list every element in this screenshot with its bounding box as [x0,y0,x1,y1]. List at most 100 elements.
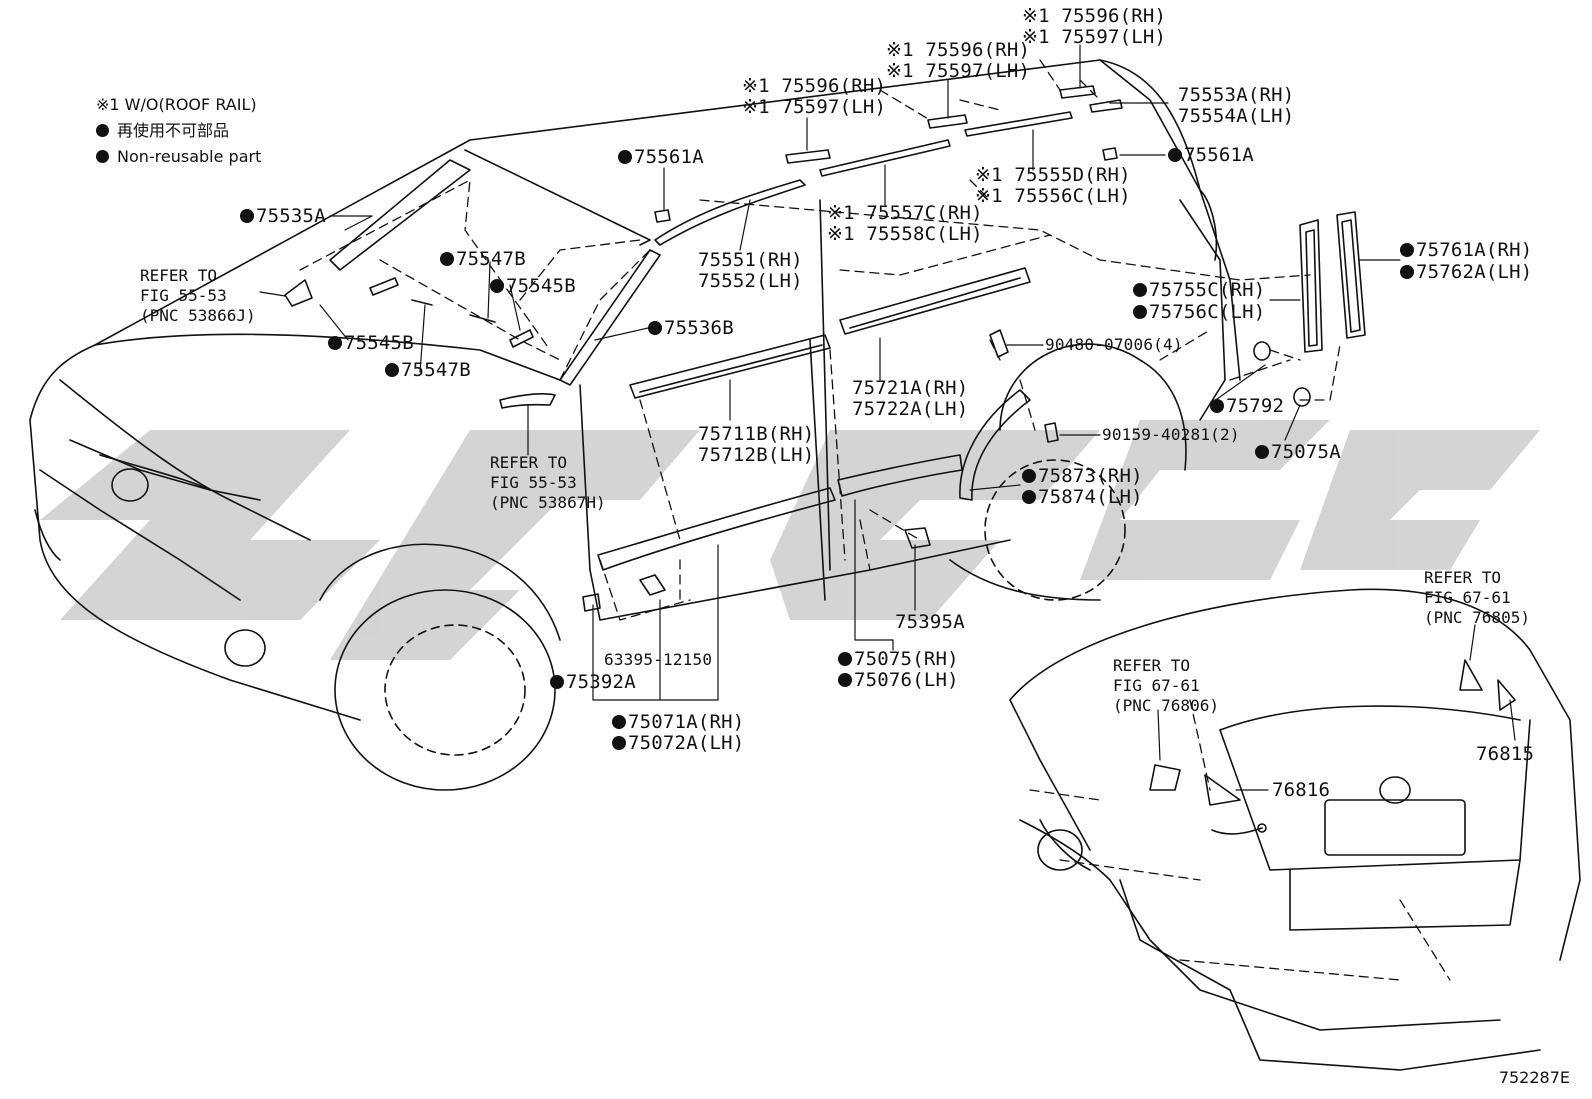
label-90159: 90159-40281(2) [1102,425,1240,444]
fog-lamp [224,629,266,667]
non-reusable-icon [1210,399,1224,413]
rear-wheel [984,459,1126,601]
label-75561a-right: 75561A [1168,145,1254,166]
label-text: 75873(RH) [1038,465,1143,487]
figure-id: 752287E [1498,1068,1570,1087]
refer-line: FIG 55-53 [490,473,577,492]
label-75755c: 75755C(RH) [1133,280,1265,301]
part-53867h [499,393,556,409]
molding-75557c [819,139,951,177]
screw-90480 [989,329,1009,358]
label-75596-top-rh: ※1 75596(RH) [1022,5,1167,27]
non-reusable-icon [1022,490,1036,504]
label-75596-left-rh: ※1 75596(RH) [742,75,887,97]
label-text: 75874(LH) [1038,486,1143,508]
label-75712b: 75712B(LH) [698,444,815,466]
legend-en-text: Non-reusable part [117,147,262,166]
non-reusable-icon [240,209,254,223]
label-75722a: 75722A(LH) [852,398,969,420]
label-76815: 76815 [1476,743,1535,765]
non-reusable-icon [838,673,852,687]
refer-53866j: REFER TO FIG 55-53 (PNC 53866J) [140,266,256,326]
non-reusable-icon [838,652,852,666]
non-reusable-icon [612,715,626,729]
non-reusable-icon [1133,283,1147,297]
label-75556c: ※1 75556C(LH) [975,185,1131,207]
label-75597-top-lh: ※1 75597(LH) [1022,26,1167,48]
label-text: 75756C(LH) [1149,301,1266,323]
label-text: 75761A(RH) [1416,239,1533,261]
bullet-icon [96,150,109,163]
part-53866j [284,279,313,307]
non-reusable-icon [612,736,626,750]
label-75075a: 75075A [1255,442,1341,463]
label-75874: 75874(LH) [1022,487,1143,508]
label-text: 75535A [256,205,326,227]
label-75536b: 75536B [648,318,734,339]
label-75551: 75551(RH) [698,249,803,271]
label-75547b-low: 75547B [385,360,471,381]
clip-75596-mid [927,114,968,129]
hood-line [94,333,561,381]
label-text: 75547B [401,359,471,381]
refer-line: FIG 55-53 [140,286,227,305]
clip-75545b-a [369,277,399,296]
label-75545b-top: 75545B [490,276,576,297]
refer-76805: REFER TO FIG 67-61 (PNC 76805) [1424,568,1530,628]
molding-75711b [629,334,831,399]
clip-75545b-b [509,329,534,348]
clip-75395a [904,527,931,549]
screw-90159 [1044,422,1059,443]
label-text: 75561A [634,146,704,168]
label-75756c: 75756C(LH) [1133,302,1265,323]
label-75557c: ※1 75557C(RH) [827,202,983,224]
molding-75551 [654,179,806,246]
refer-line: REFER TO [140,266,218,285]
refer-line: (PNC 76806) [1113,696,1219,715]
front-wheel [334,589,556,791]
label-75711b: 75711B(RH) [698,423,815,445]
label-text: 75075(RH) [854,648,959,670]
clip-63395 [639,574,666,596]
non-reusable-icon [648,321,662,335]
label-63395: 63395-12150 [604,650,713,669]
label-75076: 75076(LH) [838,670,959,691]
label-75561a-left: 75561A [618,147,704,168]
label-75392a: 75392A [550,672,636,693]
label-text: 75071A(RH) [628,711,745,733]
bullet-icon [96,124,109,137]
garnish-76815 [1497,679,1516,711]
label-75555d: ※1 75555D(RH) [975,164,1131,186]
non-reusable-icon [490,279,504,293]
non-reusable-icon [550,675,564,689]
clip-75792 [1253,341,1271,361]
label-75873: 75873(RH) [1022,466,1143,487]
label-text: 75547B [456,248,526,270]
label-75596-mid-rh: ※1 75596(RH) [886,39,1031,61]
arch-molding-75873 [959,389,1031,501]
rear-vehicle [1009,588,1581,961]
body-outline [29,59,1241,421]
license-plate [1324,799,1466,856]
label-75558c: ※1 75558C(LH) [827,223,983,245]
label-75597-mid-lh: ※1 75597(LH) [886,60,1031,82]
label-75554a: 75554A(LH) [1178,105,1295,127]
refer-line: FIG 67-61 [1424,588,1511,607]
legend-en: Non-reusable part [96,144,261,170]
refer-line: FIG 67-61 [1113,676,1200,695]
molding-75553a [1089,99,1123,113]
molding-75071a [597,487,836,571]
clip-75075a [1293,387,1311,407]
label-90480: 90480-07006(4) [1045,335,1183,354]
watermark [40,420,1540,660]
label-text: 75755C(RH) [1149,279,1266,301]
label-75072a: 75072A(LH) [612,733,744,754]
clip-75596-top [1059,85,1096,99]
label-text: 75075A [1271,441,1341,463]
refer-line: REFER TO [490,453,568,472]
non-reusable-icon [1133,305,1147,319]
label-text: 75561A [1184,144,1254,166]
legend-jp: 再使用不可部品 [96,118,261,144]
label-text: 75545B [344,332,414,354]
